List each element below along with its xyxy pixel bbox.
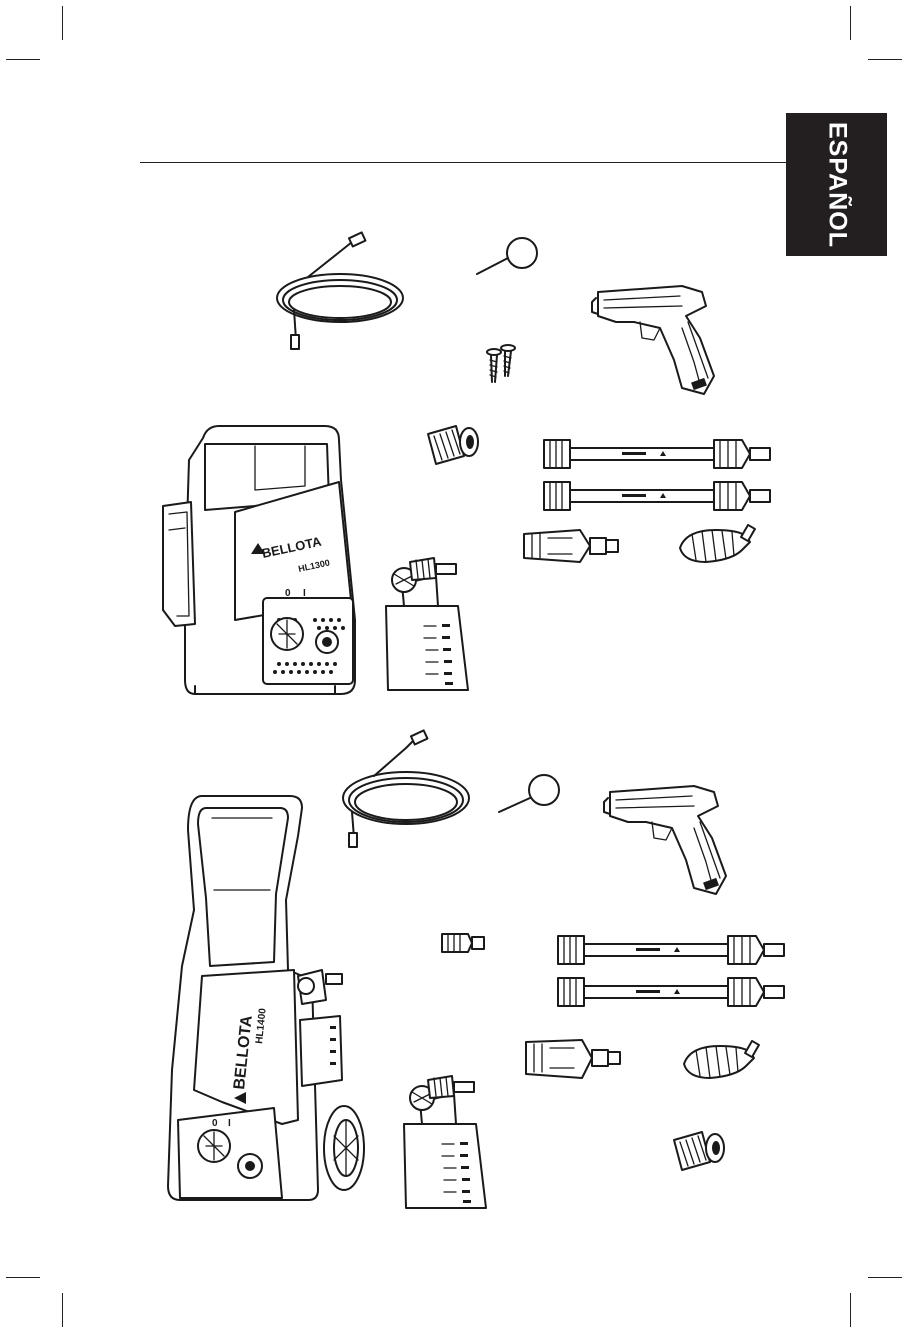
hose-adapter-icon [438,928,488,958]
foam-bottle-icon [394,1066,494,1216]
inlet-connector-icon [668,1126,730,1176]
switch-on-2: I [228,1118,231,1129]
callout-circle-icon[interactable] [496,772,566,816]
spray-gun-icon [602,778,752,906]
spray-lance-icon [554,970,790,1014]
spray-lance-icon [554,928,790,972]
turbo-nozzle-icon [680,1036,760,1084]
adjustable-nozzle-icon [522,1036,626,1084]
pressure-washer-hl1400: BELLOTA HL1400 0 I [162,790,372,1210]
switch-off-2: 0 [212,1118,218,1129]
